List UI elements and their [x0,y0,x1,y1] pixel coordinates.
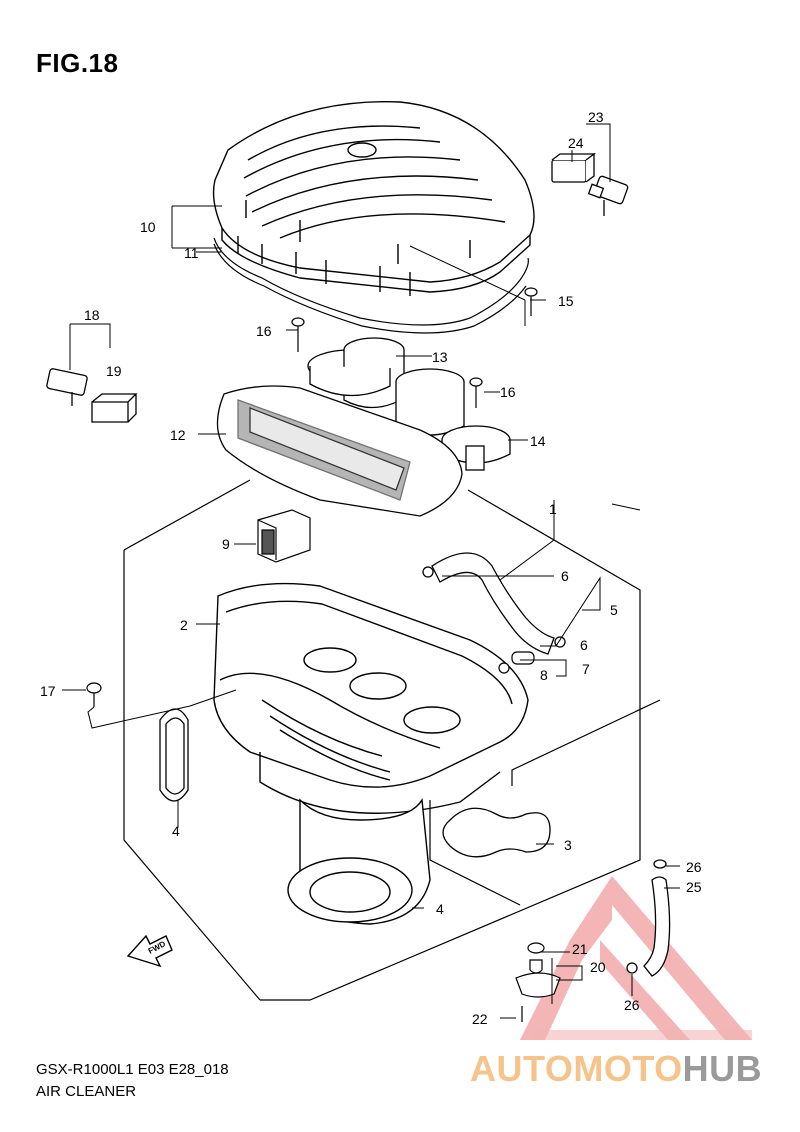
callout-14: 14 [530,433,546,449]
drain-plug-20 [515,942,561,1022]
watermark-part1: AUTOMOTO [470,1048,683,1089]
air-filter-element-12 [216,385,463,517]
sensor-18 [46,368,88,406]
callout-1: 1 [549,501,557,517]
sensor-24 [551,152,596,183]
callout-2: 2 [180,617,188,633]
sensor-19 [91,393,138,423]
sensor-23 [587,175,629,216]
seal-3 [442,807,551,858]
model-code: GSX-R1000L1 E03 E28_018 [36,1061,229,1078]
air-cleaner-cover [212,101,535,296]
callout-8: 8 [540,667,548,683]
callout-16-left: 16 [256,323,272,339]
callout-4-snorkel: 4 [436,901,444,917]
callout-16-right: 16 [500,384,516,400]
drain-hose-25 [626,859,671,977]
callout-25: 25 [686,879,702,895]
callout-15: 15 [558,293,574,309]
callout-3: 3 [564,837,572,853]
assembly-outline [123,479,661,1001]
velocity-stack-13 [307,337,405,409]
callout-labels: 1 2 3 4 4 5 6 6 7 8 9 10 11 12 13 14 15 … [40,109,702,1027]
callout-13: 13 [432,349,448,365]
foam-9 [257,509,311,563]
callout-23: 23 [588,109,604,125]
watermark-triangle [520,876,752,1040]
callout-21: 21 [572,941,588,957]
figure-title: FIG.18 [36,48,119,78]
cover-seal [213,237,529,334]
callout-20: 20 [590,959,606,975]
callout-5: 5 [610,602,618,618]
callout-18: 18 [84,307,100,323]
callout-6-top: 6 [561,568,569,584]
air-cleaner-case-2 [213,582,529,925]
callout-17: 17 [40,683,56,699]
callout-10: 10 [140,219,156,235]
screw-15 [524,287,538,316]
bolt-17 [86,682,102,707]
watermark-part2: HUB [682,1048,763,1089]
callout-11: 11 [184,245,199,261]
callout-26-top: 26 [686,859,702,875]
callout-22: 22 [472,1011,488,1027]
leader-lines [62,123,680,1019]
callout-12: 12 [170,427,186,443]
seal-ring-4-left [159,708,189,802]
callout-26-bottom: 26 [624,997,640,1013]
callout-7: 7 [582,661,590,677]
velocity-stack-14 [395,368,511,471]
watermark-logo: AUTOMOTOHUB [470,1048,762,1090]
callout-6-bottom: 6 [580,637,588,653]
callout-4-left: 4 [172,823,180,839]
fitting-7-8 [498,651,535,674]
callout-19: 19 [106,363,122,379]
callout-24: 24 [568,135,584,151]
callout-9: 9 [222,536,230,552]
fwd-arrow-icon: FWD [126,934,173,968]
section-title: AIR CLEANER [36,1083,137,1100]
